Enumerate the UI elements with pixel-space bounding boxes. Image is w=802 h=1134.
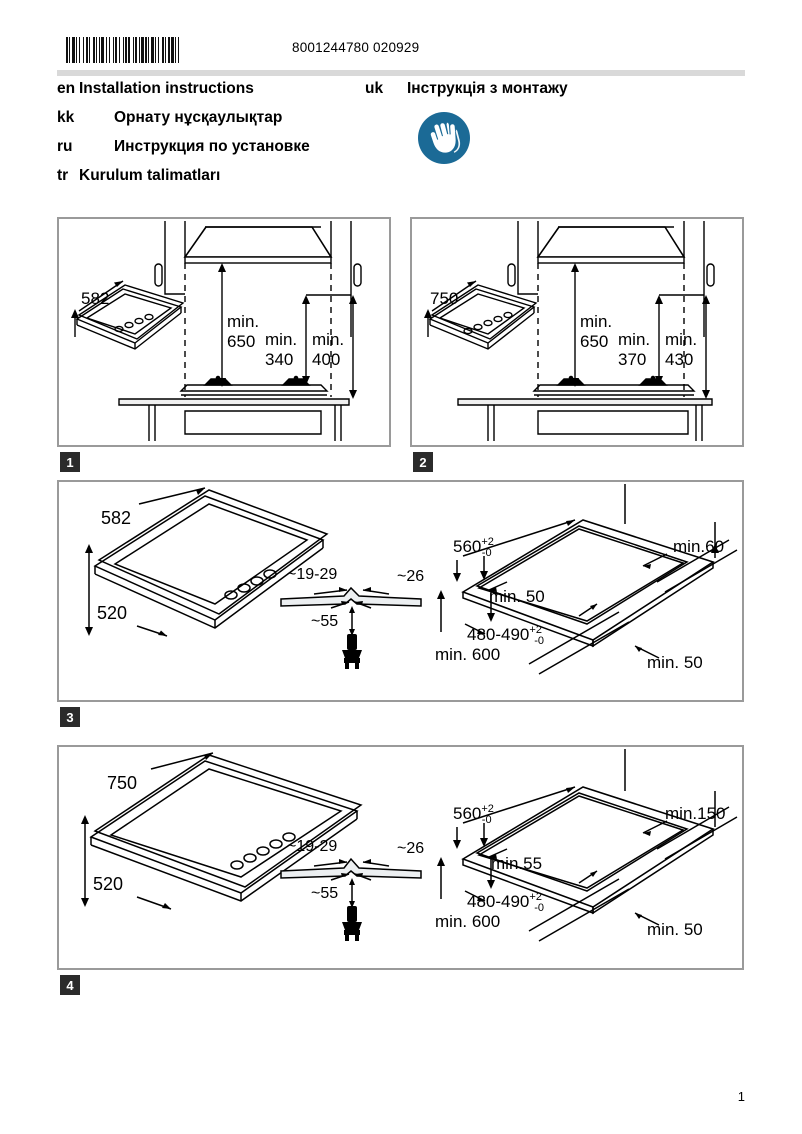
svg-text:430: 430	[665, 350, 693, 369]
svg-text:min.: min.	[312, 330, 344, 349]
figure-1-width-label: 582	[81, 289, 109, 308]
page-number: 1	[737, 1089, 745, 1104]
figure-2-number: 2	[413, 452, 433, 472]
language-title-kk: Орнату нұсқаулықтар	[114, 109, 283, 126]
figure-4-cabinet-width: min. 600	[435, 912, 500, 931]
figure-3-panel: 582 520 ~19-29 ~26 ~55 560+2-0 min. 50 4…	[57, 480, 744, 702]
figure-3-cutout-width: 560+2-0	[453, 536, 494, 559]
article-number: 8001244780 020929	[292, 40, 420, 55]
figure-4-worktop-thickness: ~19-29	[287, 838, 337, 855]
figure-3-appliance-depth: 520	[97, 603, 127, 623]
figure-3-gas-connection: ~55	[311, 613, 338, 630]
svg-text:650: 650	[227, 332, 255, 351]
language-code-en: en	[57, 80, 76, 97]
language-row-uk: uk Інструкція з монтажу	[365, 80, 568, 98]
svg-text:370: 370	[618, 350, 646, 369]
barcode	[66, 37, 258, 63]
language-row-kk: kk Орнату нұсқаулықтар	[57, 109, 747, 138]
svg-text:min.: min.	[580, 312, 612, 331]
figure-4-rear-distance: min.150	[665, 804, 725, 823]
header-divider	[57, 70, 745, 76]
language-list-left: en Installation instructions kk Орнату н…	[57, 80, 747, 196]
language-code-kk: kk	[57, 109, 75, 126]
figure-3-cutout-depth: 480-490+2-0	[467, 624, 544, 647]
figure-3-edge-radius: ~26	[397, 568, 424, 585]
language-title-uk: Інструкція з монтажу	[407, 80, 568, 97]
figure-3-cabinet-width: min. 600	[435, 645, 500, 664]
svg-text:min.: min.	[265, 330, 297, 349]
language-title-ru: Инструкция по установке	[114, 138, 310, 155]
svg-text:340: 340	[265, 350, 293, 369]
figure-4-gas-connection: ~55	[311, 885, 338, 902]
figure-3-number: 3	[60, 707, 80, 727]
language-row-ru: ru Инструкция по установке	[57, 138, 747, 167]
language-code-uk: uk	[365, 80, 384, 97]
figure-4-cutout-width: 560+2-0	[453, 803, 494, 826]
svg-text:400: 400	[312, 350, 340, 369]
figure-3-worktop-thickness: ~19-29	[287, 566, 337, 583]
figure-4-appliance-depth: 520	[93, 874, 123, 894]
figure-1-panel: 582 min. 650 min. 340 min. 400	[57, 217, 391, 447]
figure-4-edge-radius: ~26	[397, 840, 424, 857]
figure-2-panel: 750 min. 650 min. 370 min. 430	[410, 217, 744, 447]
svg-text:min.: min.	[227, 312, 259, 331]
language-row-en: en Installation instructions	[57, 80, 747, 109]
language-code-tr: tr	[57, 167, 69, 184]
language-row-tr: tr Kurulum talimatları	[57, 167, 747, 196]
figure-3-front-distance: min. 50	[489, 587, 545, 606]
figure-4-panel: 750 520 ~19-29 ~26 ~55 560+2-0 min.55 48…	[57, 745, 744, 970]
protective-gloves-icon	[418, 112, 470, 164]
figure-3-side-distance: min. 50	[647, 653, 703, 672]
svg-text:min.: min.	[665, 330, 697, 349]
figure-3-appliance-width: 582	[101, 508, 131, 528]
figure-3-rear-distance: min.60	[673, 537, 724, 556]
language-code-ru: ru	[57, 138, 73, 155]
figure-4-side-distance: min. 50	[647, 920, 703, 939]
svg-text:min.: min.	[618, 330, 650, 349]
figure-4-cutout-depth: 480-490+2-0	[467, 891, 544, 914]
figure-4-appliance-width: 750	[107, 773, 137, 793]
figure-4-number: 4	[60, 975, 80, 995]
language-title-en: Installation instructions	[79, 80, 254, 97]
figure-1-number: 1	[60, 452, 80, 472]
svg-text:650: 650	[580, 332, 608, 351]
figure-2-width-label: 750	[430, 289, 458, 308]
figure-4-front-distance: min.55	[491, 854, 542, 873]
language-title-tr: Kurulum talimatları	[79, 167, 221, 184]
